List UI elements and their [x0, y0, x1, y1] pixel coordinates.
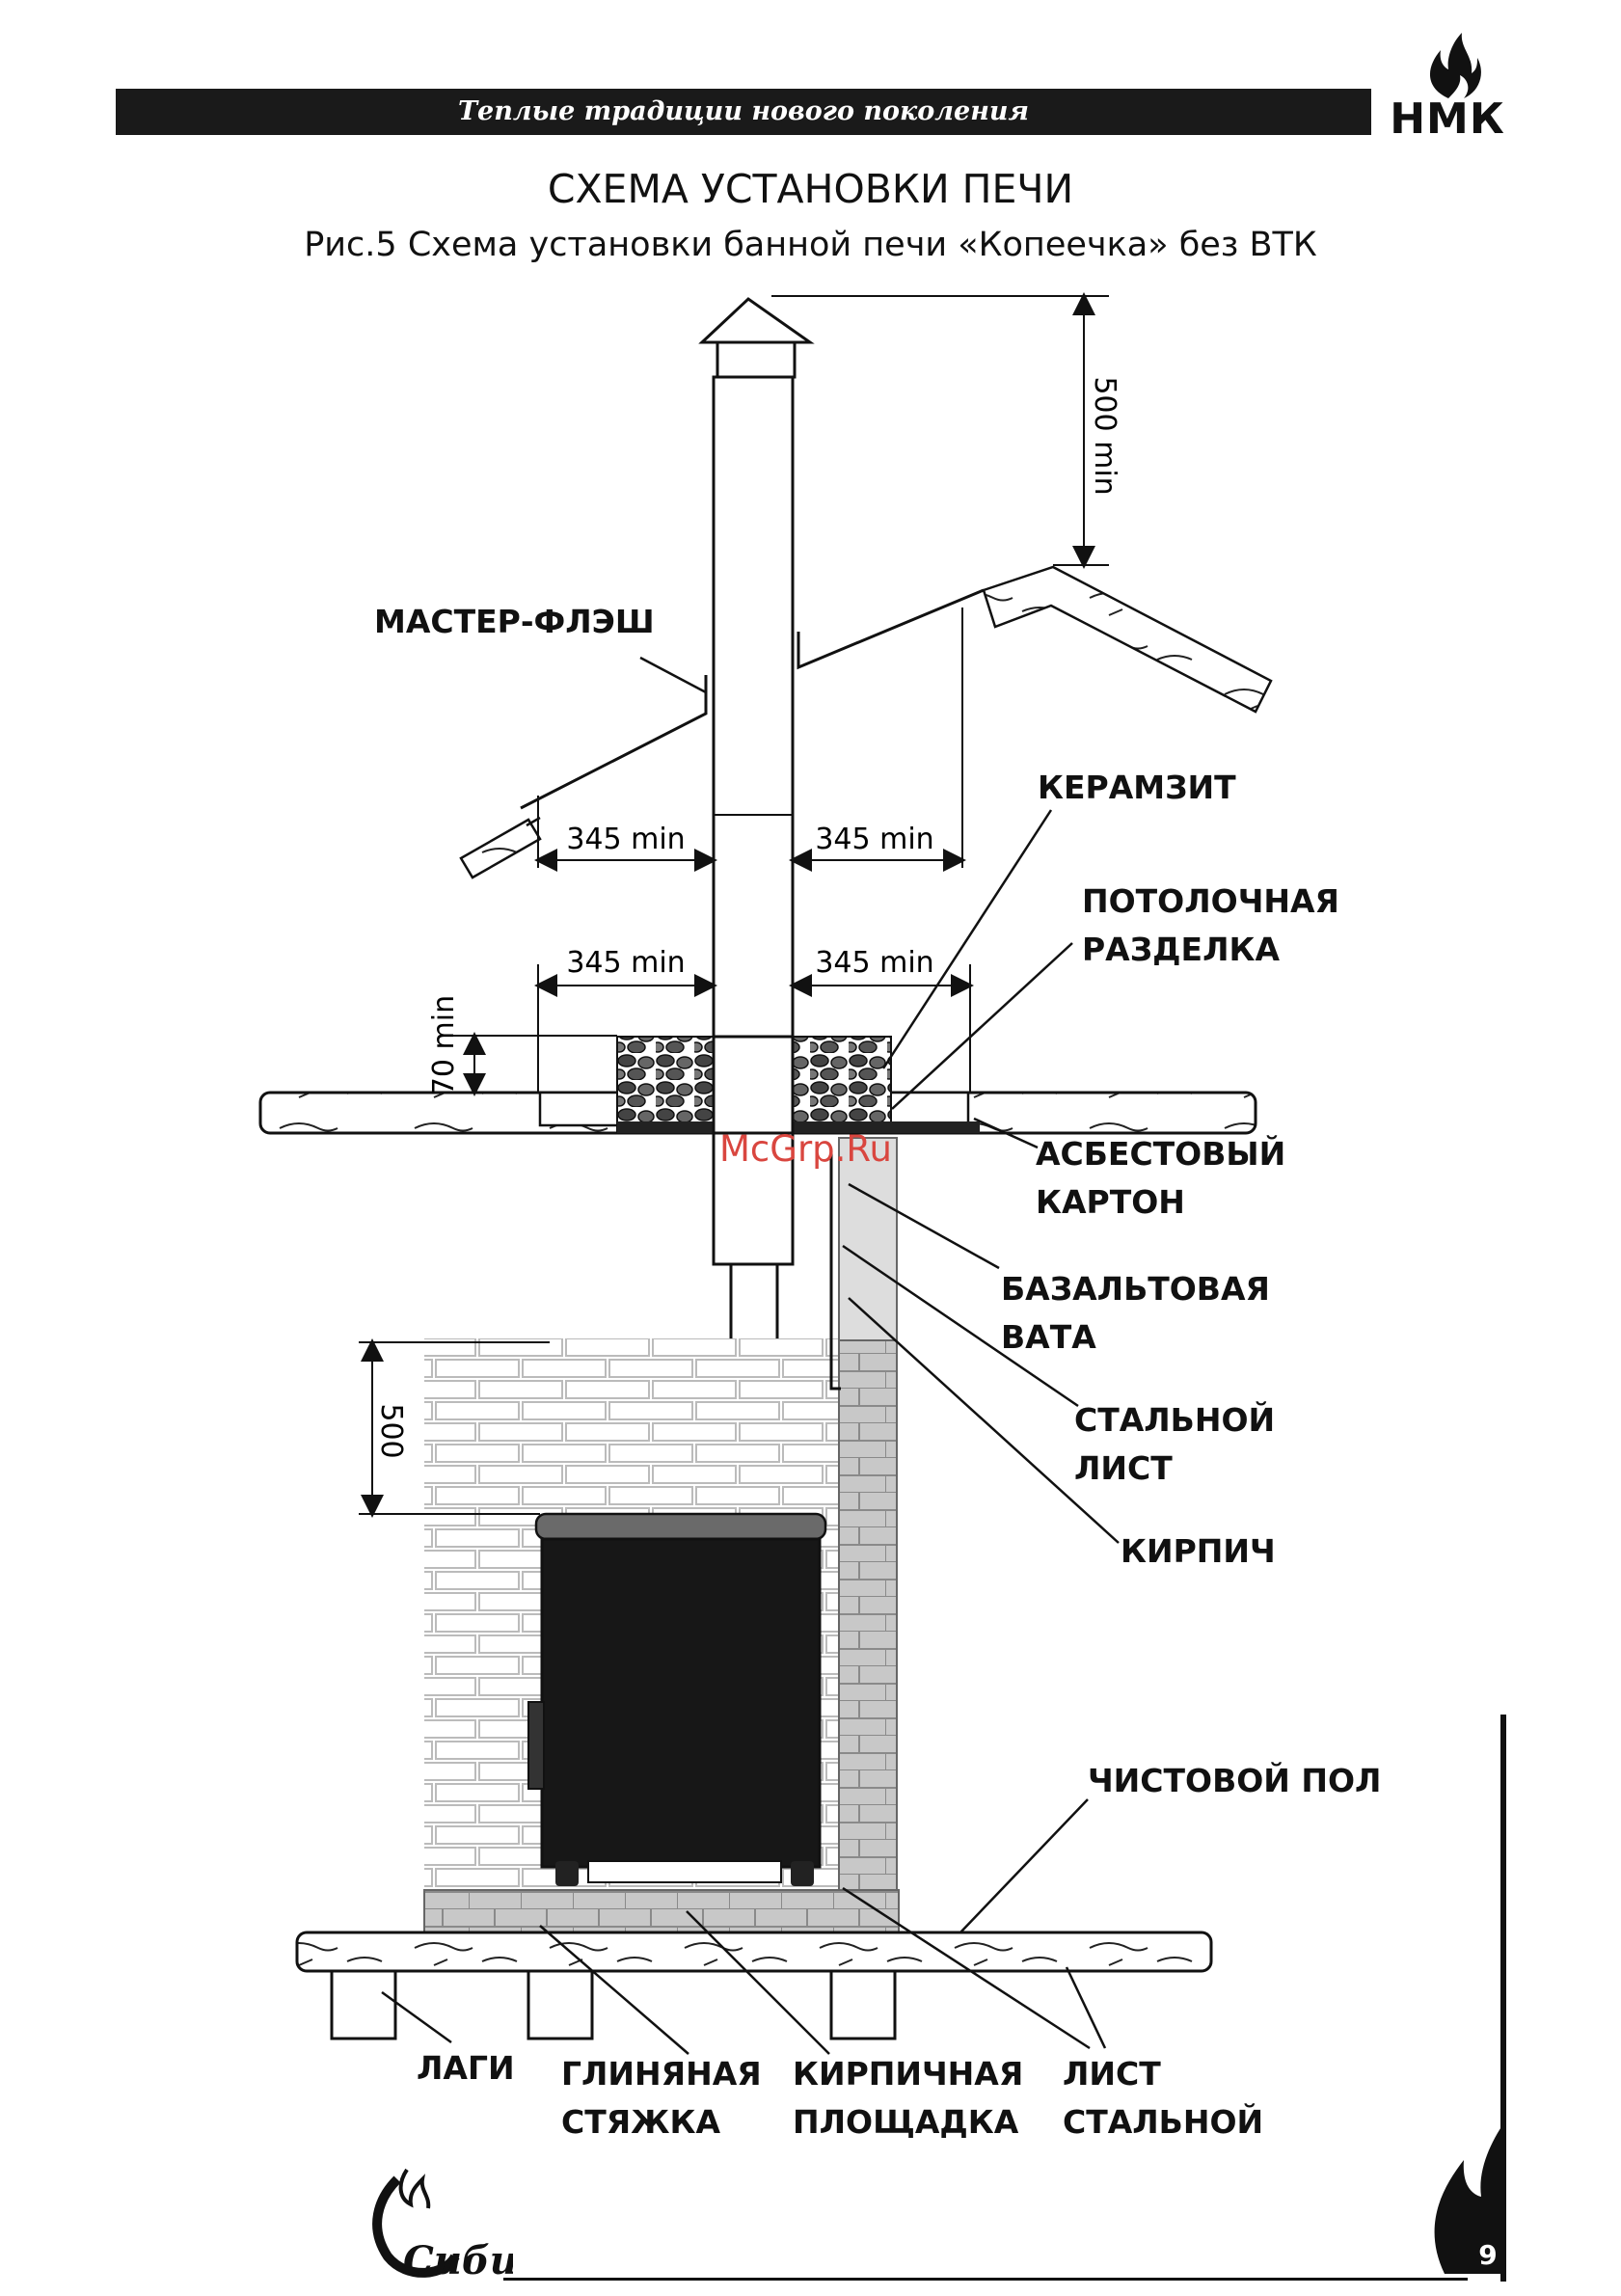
- ceiling: [258, 1035, 1257, 1135]
- dim-wall-height: 500: [374, 1403, 408, 1458]
- label-asbestos-1: АСБЕСТОВЫЙ: [1036, 1135, 1286, 1173]
- watermark: McGrp.Ru: [719, 1128, 892, 1170]
- label-steel-sheet-1: ЛИСТ: [1063, 2055, 1161, 2093]
- label-steel-2: ЛИСТ: [1074, 1449, 1173, 1487]
- label-steel-1: СТАЛЬНОЙ: [1074, 1401, 1276, 1439]
- label-master-flash: МАСТЕР-ФЛЭШ: [374, 603, 655, 640]
- label-keramzit: КЕРАМЗИТ: [1038, 769, 1236, 806]
- page-corner-flame: [1434, 1715, 1506, 2282]
- logo-text: НМК: [1390, 95, 1505, 144]
- label-finish-floor: ЧИСТОВОЙ ПОЛ: [1088, 1762, 1382, 1799]
- leader-lines: [381, 656, 1120, 2055]
- chimney-pipe: [698, 297, 815, 1517]
- dim-keramzit-height: 70 min: [427, 995, 461, 1095]
- label-lagi: ЛАГИ: [417, 2049, 515, 2087]
- figure-caption: Рис.5 Схема установки банной печи «Копее…: [304, 226, 1317, 264]
- dim-roof-right: 345 min: [815, 823, 933, 856]
- brand-text: Сибирь: [403, 2238, 513, 2283]
- header-bar: Теплые традиции нового поколения: [116, 89, 1371, 135]
- dim-ceiling-right: 345 min: [815, 946, 933, 980]
- nmk-logo: НМК: [1385, 29, 1510, 145]
- stove: [527, 1512, 827, 1886]
- page-title: СХЕМА УСТАНОВКИ ПЕЧИ: [547, 166, 1074, 212]
- page-number: 9: [1478, 2239, 1498, 2271]
- label-steel-sheet-2: СТАЛЬНОЙ: [1063, 2103, 1264, 2141]
- label-clay-2: СТЯЖКА: [561, 2103, 721, 2141]
- brick-screen: [829, 1137, 898, 1901]
- floor: [295, 1889, 1213, 2040]
- label-brick-pad-1: КИРПИЧНАЯ: [793, 2055, 1024, 2093]
- label-ceiling-cut-1: ПОТОЛОЧНАЯ: [1082, 882, 1339, 920]
- dim-roof-height: 500 min: [1088, 376, 1121, 495]
- label-clay-1: ГЛИНЯНАЯ: [561, 2055, 762, 2093]
- dim-ceiling-left: 345 min: [566, 946, 685, 980]
- label-brick-pad-2: ПЛОЩАДКА: [793, 2103, 1019, 2141]
- sibir-brand-logo: Сибирь: [372, 2168, 513, 2283]
- dim-roof-left: 345 min: [566, 823, 685, 856]
- label-basalt-2: ВАТА: [1001, 1318, 1096, 1356]
- label-brick: КИРПИЧ: [1121, 1532, 1276, 1570]
- label-basalt-1: БАЗАЛЬТОВАЯ: [1001, 1270, 1270, 1308]
- header-slogan: Теплые традиции нового поколения: [457, 96, 1030, 126]
- label-ceiling-cut-2: РАЗДЕЛКА: [1082, 931, 1281, 968]
- roof-right: [797, 565, 1273, 714]
- label-asbestos-2: КАРТОН: [1036, 1183, 1185, 1221]
- footer-line: [503, 2278, 1468, 2281]
- roof-left: [459, 675, 708, 879]
- flame-icon: [1429, 33, 1481, 98]
